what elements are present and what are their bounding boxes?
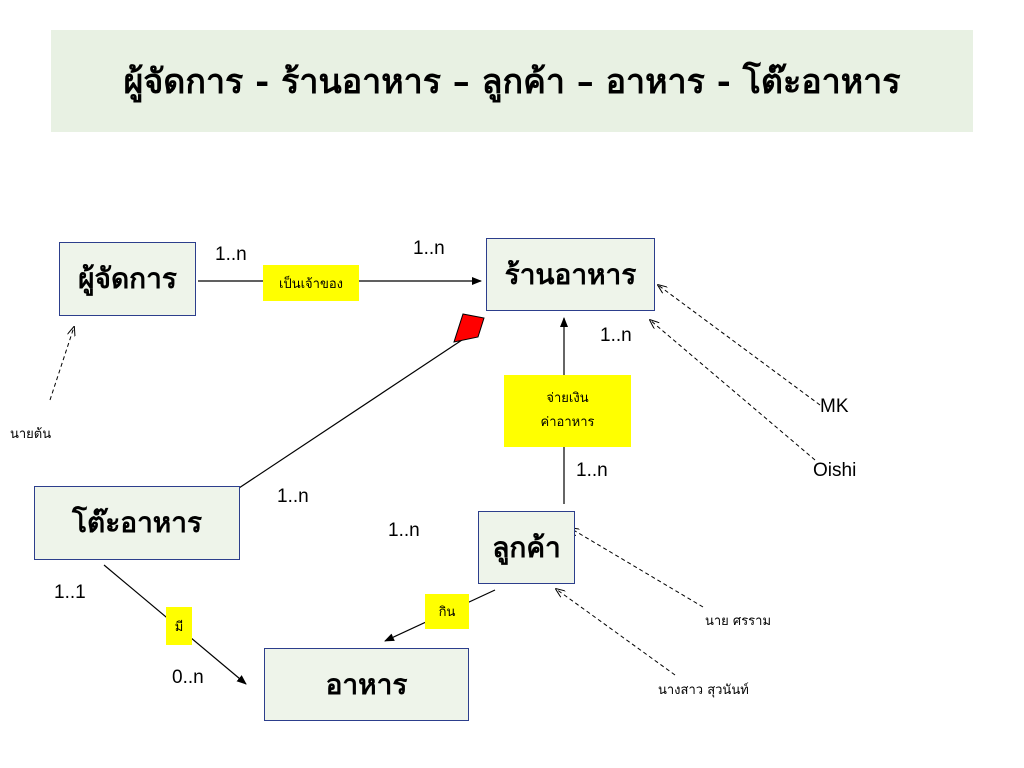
title-banner: ผู้จัดการ - ร้านอาหาร – ลูกค้า – อาหาร -… bbox=[51, 30, 973, 132]
relationship-owns-label: เป็นเจ้าของ bbox=[279, 276, 343, 292]
oishi-instance-connector bbox=[650, 320, 816, 461]
relationship-has-label: มี bbox=[174, 619, 184, 635]
entity-table-label: โต๊ะอาหาร bbox=[71, 506, 203, 539]
entity-food[interactable]: อาหาร bbox=[264, 648, 469, 721]
entity-manager-label: ผู้จัดการ bbox=[78, 262, 177, 295]
relationship-eats: กิน bbox=[425, 594, 469, 629]
entity-restaurant[interactable]: ร้านอาหาร bbox=[486, 238, 655, 311]
relationship-eats-label: กิน bbox=[438, 605, 456, 620]
customer-instance-1-connector bbox=[570, 528, 704, 608]
entity-customer[interactable]: ลูกค้า bbox=[478, 511, 575, 584]
cardinality-customer-pays: 1..n bbox=[576, 460, 608, 481]
customer-instance-2-connector bbox=[556, 589, 676, 676]
restaurant-instance-oishi: Oishi bbox=[813, 460, 857, 481]
restaurant-instance-mk: MK bbox=[820, 396, 849, 417]
entity-manager[interactable]: ผู้จัดการ bbox=[59, 242, 196, 316]
entity-food-label: อาหาร bbox=[325, 667, 408, 701]
page-title: ผู้จัดการ - ร้านอาหาร – ลูกค้า – อาหาร -… bbox=[123, 62, 901, 102]
relationship-pays-line2: ค่าอาหาร bbox=[540, 415, 595, 430]
customer-instance-2: นางสาว สุวนันท์ bbox=[658, 683, 749, 698]
relationship-pays-line1: จ่ายเงิน bbox=[546, 391, 589, 406]
entity-table[interactable]: โต๊ะอาหาร bbox=[34, 486, 240, 560]
relationship-owns: เป็นเจ้าของ bbox=[263, 265, 359, 301]
manager-instance-connector bbox=[49, 327, 74, 401]
aggregation-diamond bbox=[453, 313, 485, 343]
cardinality-restaurant-pays: 1..n bbox=[600, 325, 632, 346]
entity-customer-label: ลูกค้า bbox=[492, 530, 561, 564]
cardinality-restaurant-owned: 1..n bbox=[413, 238, 445, 259]
cardinality-customer-eats: 1..n bbox=[388, 520, 420, 541]
relationship-has: มี bbox=[166, 607, 192, 645]
relationship-pays: จ่ายเงิน ค่าอาหาร bbox=[504, 375, 631, 447]
cardinality-manager-owns: 1..n bbox=[215, 244, 247, 265]
table-restaurant-connector bbox=[238, 339, 463, 489]
cardinality-table-has: 1..1 bbox=[54, 582, 86, 603]
mk-instance-connector bbox=[658, 285, 821, 406]
cardinality-food-has: 0..n bbox=[172, 667, 204, 688]
cardinality-table-restaurant: 1..n bbox=[277, 486, 309, 507]
customer-instance-1: นาย ศรราม bbox=[705, 614, 772, 629]
manager-instance: นายต้น bbox=[10, 427, 52, 442]
entity-restaurant-label: ร้านอาหาร bbox=[504, 257, 637, 291]
